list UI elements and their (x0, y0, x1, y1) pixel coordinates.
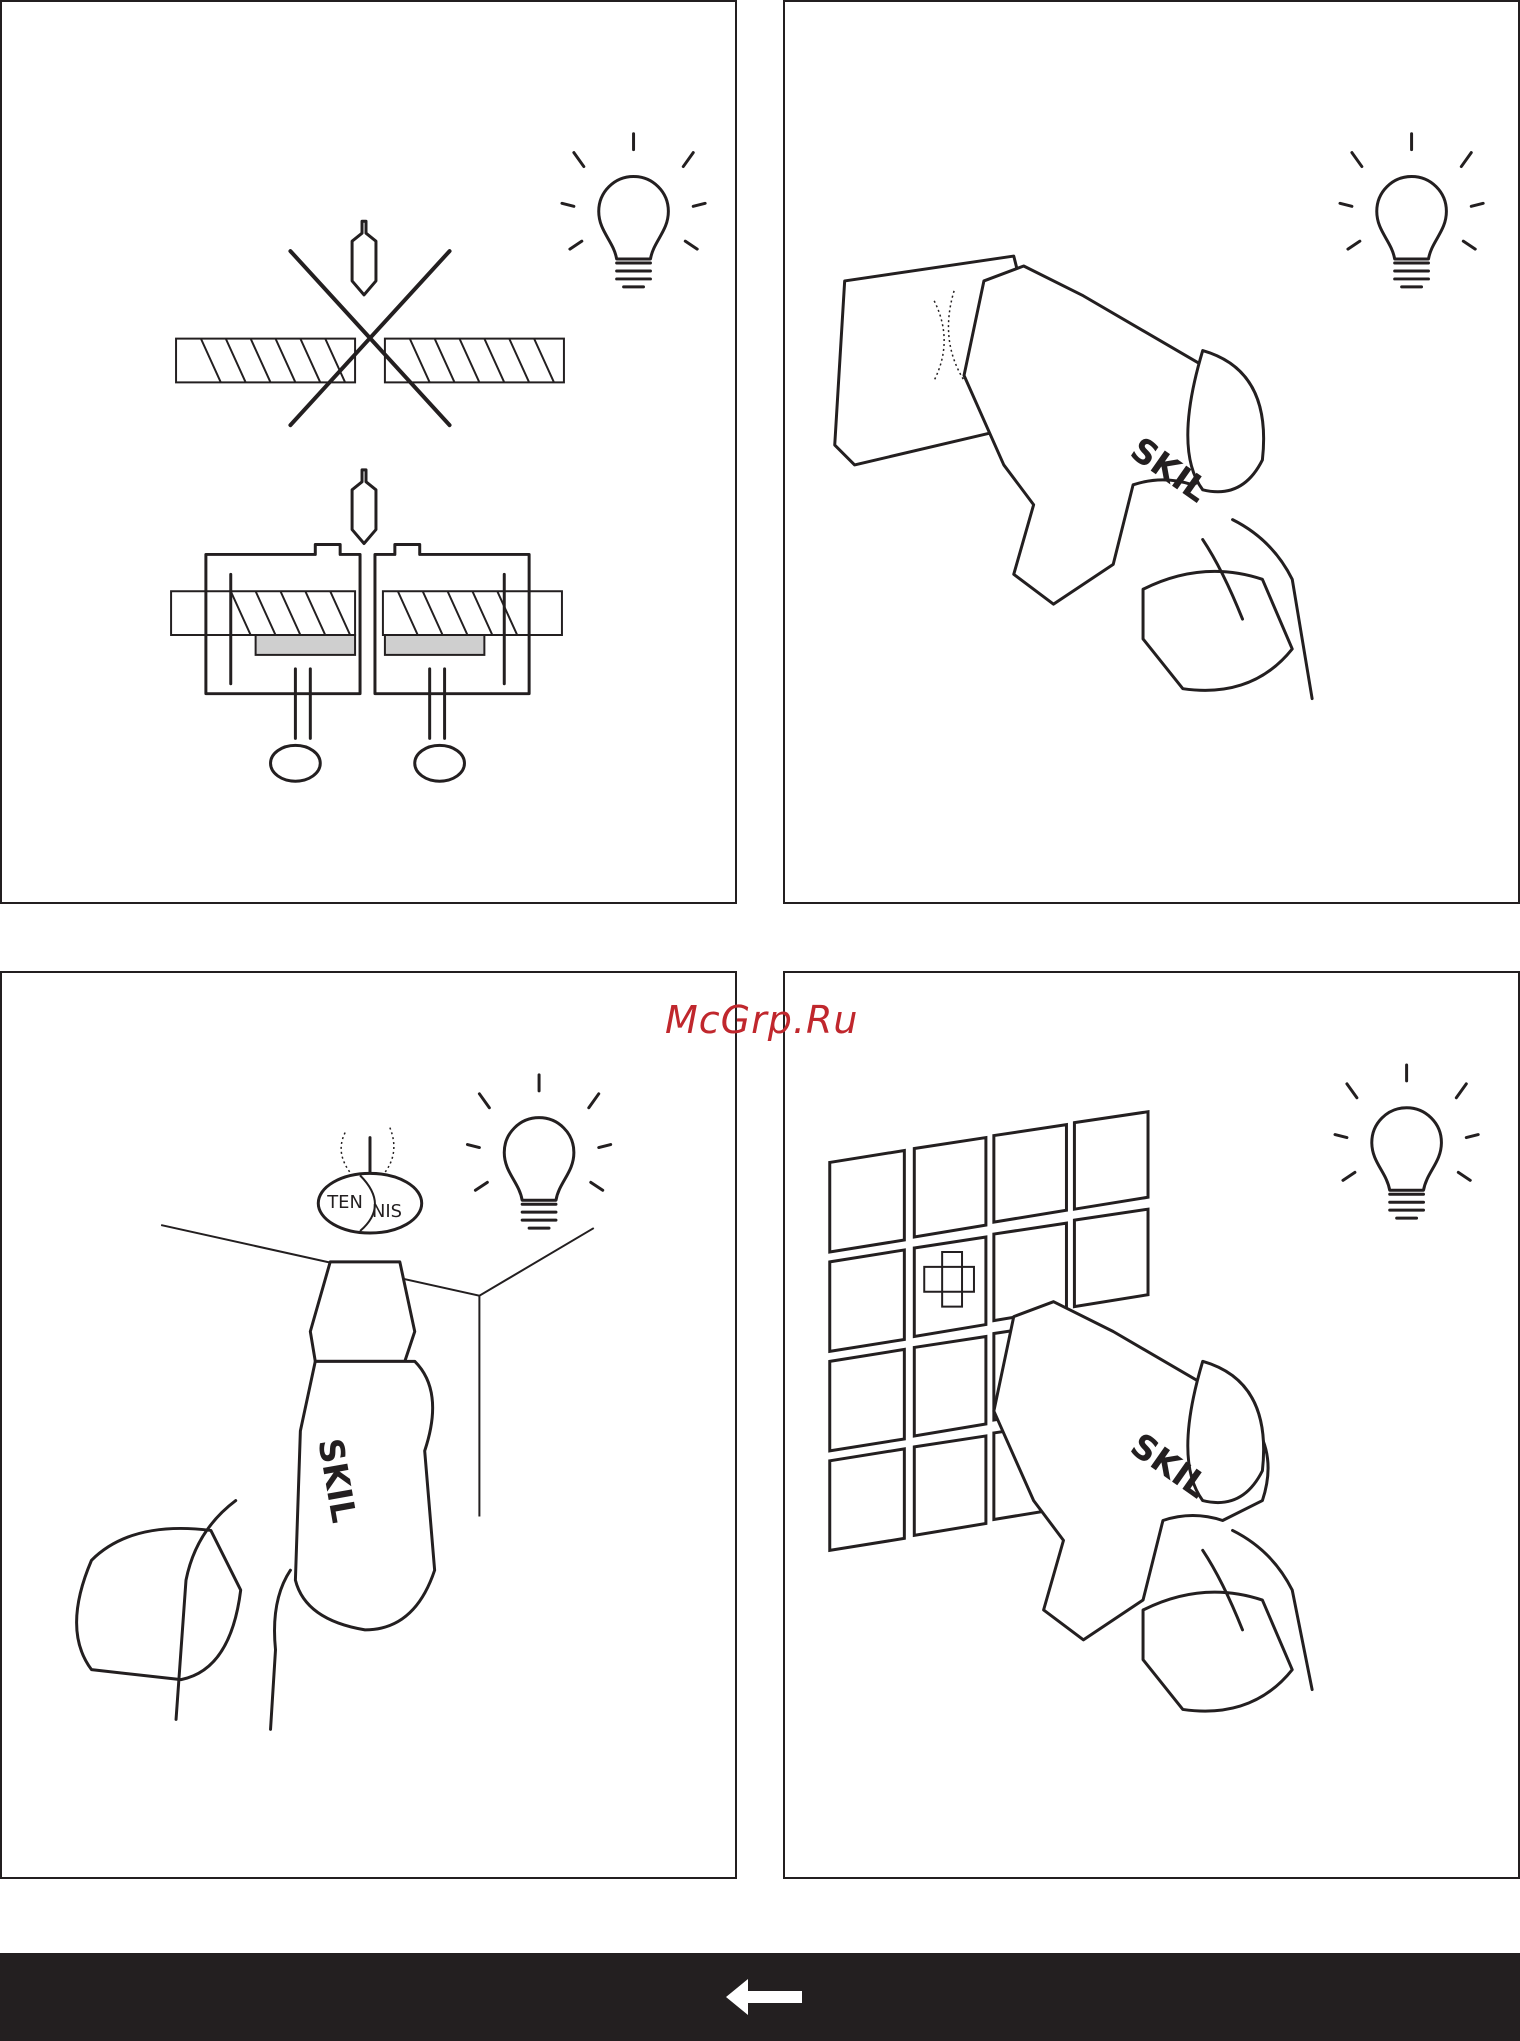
ball-text-left: TEN (326, 1192, 363, 1213)
dust-bag-illustration: SKIL (785, 2, 1518, 902)
ceiling-drilling-illustration: TEN NIS SKIL (2, 973, 735, 1877)
lightbulb-icon (467, 1075, 610, 1228)
footer-bar (0, 1953, 1520, 2041)
illustration-tile-drilling-panel: SKIL (783, 971, 1520, 1879)
lightbulb-icon (1340, 134, 1483, 287)
illustration-clamping-panel (0, 0, 737, 904)
lightbulb-icon (562, 134, 705, 287)
tile-drilling-illustration: SKIL (785, 973, 1518, 1877)
watermark-text: McGrp.Ru (665, 998, 858, 1042)
illustration-dust-bag-panel: SKIL (783, 0, 1520, 904)
ball-text-right: NIS (372, 1201, 402, 1222)
illustration-ceiling-drilling-panel: TEN NIS SKIL (0, 971, 737, 1879)
clamping-illustration (2, 2, 735, 902)
back-arrow-icon[interactable] (724, 1975, 804, 2019)
lightbulb-icon (1335, 1065, 1478, 1218)
